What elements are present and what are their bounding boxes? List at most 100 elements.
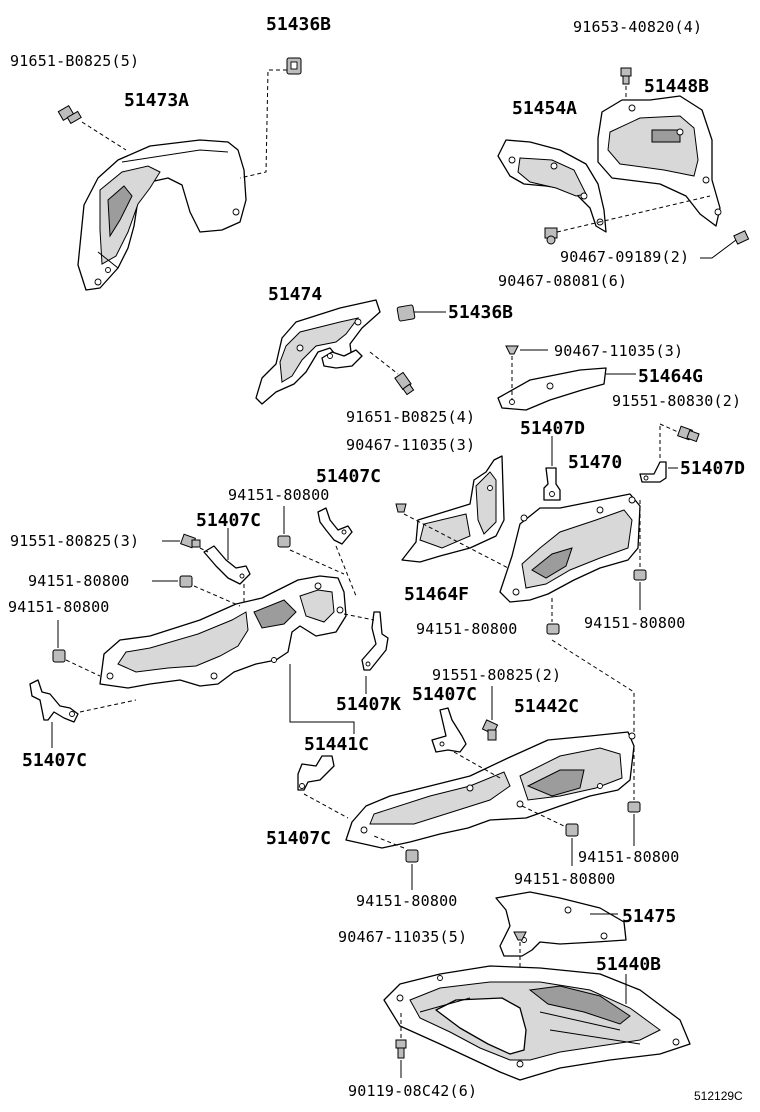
bracket-51407D-b <box>639 461 667 483</box>
part-51454A-bracket <box>497 139 607 233</box>
label-51407C-c: 51407C <box>22 750 87 771</box>
fastener-91551-80825-a <box>180 533 201 549</box>
fastener-91551-80830 <box>677 425 700 443</box>
leader-91651-top <box>81 121 127 151</box>
fastener-90467-09189 <box>733 230 750 245</box>
label-94151-d: 94151-80800 <box>416 620 518 638</box>
label-90467-09189: 90467-09189(2) <box>560 248 689 266</box>
label-94151-h: 94151-80800 <box>578 848 680 866</box>
label-51436B-mid: 51436B <box>448 302 513 323</box>
nut-94151-b <box>179 575 193 588</box>
leader-94151-f <box>373 835 405 849</box>
fastener-90467-11035-b <box>395 503 407 513</box>
label-90467-08081: 90467-08081(6) <box>498 272 627 290</box>
label-51407K: 51407K <box>336 694 401 715</box>
label-91651-top: 91651-B0825(5) <box>10 52 139 70</box>
nut-94151-h <box>627 801 641 813</box>
part-51470-cover <box>499 493 641 603</box>
label-90119: 90119-08C42(6) <box>348 1082 477 1100</box>
part-51440B-undercover <box>383 965 691 1081</box>
bracket-51407C-b <box>203 545 251 585</box>
label-51474: 51474 <box>268 284 322 305</box>
part-51442C-panel <box>345 731 636 849</box>
bracket-51407C-a <box>317 507 353 545</box>
part-51475-plate <box>495 891 627 957</box>
fastener-91651-top <box>57 104 82 125</box>
leader-51436B-top <box>239 69 287 179</box>
label-51464F: 51464F <box>404 584 469 605</box>
leader-94151-b <box>193 585 241 607</box>
label-91651-mid: 91651-B0825(4) <box>346 408 475 426</box>
part-51448B-bracket <box>597 95 722 227</box>
lead-90467-09189 <box>700 239 737 259</box>
label-91551-80830: 91551-80830(2) <box>612 392 741 410</box>
leader-94151-d-down <box>551 639 635 734</box>
label-51470: 51470 <box>568 452 622 473</box>
label-51436B-top: 51436B <box>266 14 331 35</box>
part-51441C-panel <box>99 575 347 689</box>
label-51441C: 51441C <box>304 734 369 755</box>
label-94151-c: 94151-80800 <box>8 598 110 616</box>
nut-94151-g <box>565 823 579 837</box>
leader-91551-80830 <box>659 423 679 433</box>
leader-51407K <box>343 613 375 621</box>
leader-51407C-e <box>303 793 349 819</box>
bracket-51407C-d <box>431 707 467 753</box>
fastener-90467-08081 <box>544 227 558 245</box>
reference-code: 512129C <box>694 1089 743 1103</box>
label-51440B: 51440B <box>596 954 661 975</box>
label-94151-e: 94151-80800 <box>584 614 686 632</box>
bracket-51407K <box>361 611 389 671</box>
fastener-90119 <box>395 1039 407 1059</box>
bracket-51407D-a <box>543 467 561 501</box>
fastener-91651-mid <box>394 371 415 396</box>
label-51407C-e: 51407C <box>266 828 331 849</box>
leader-90467-08081 <box>556 195 711 233</box>
label-51407D-a: 51407D <box>520 418 585 439</box>
leader-94151-a <box>289 549 345 575</box>
leader-91651-mid <box>369 351 399 375</box>
nut-94151-e <box>633 569 647 581</box>
label-90467-11035-b: 90467-11035(3) <box>346 436 475 454</box>
nut-94151-a <box>277 535 291 548</box>
leader-51464F <box>403 513 513 571</box>
clip-51436B-top <box>286 57 302 75</box>
leader-94151-g <box>521 805 565 827</box>
clip-51436B-mid <box>396 304 416 322</box>
fastener-90467-11035-a <box>505 345 519 355</box>
label-90467-11035-a: 90467-11035(3) <box>554 342 683 360</box>
fastener-91551-80825-b <box>481 719 499 741</box>
leader-51407C-c <box>79 699 137 713</box>
label-91653: 91653-40820(4) <box>573 18 702 36</box>
label-94151-a: 94151-80800 <box>228 486 330 504</box>
bracket-51407C-c <box>29 679 79 723</box>
label-94151-b: 94151-80800 <box>28 572 130 590</box>
label-51407D-b: 51407D <box>680 458 745 479</box>
label-51442C: 51442C <box>514 696 579 717</box>
lead-51441C <box>289 664 355 734</box>
part-51473A-fender-liner <box>77 139 247 291</box>
label-91551-80825-a: 91551-80825(3) <box>10 532 139 550</box>
label-51407C-b: 51407C <box>196 510 261 531</box>
label-51464G: 51464G <box>638 366 703 387</box>
fastener-91653 <box>620 67 632 85</box>
label-51475: 51475 <box>622 906 676 927</box>
label-90467-11035-c: 90467-11035(5) <box>338 928 467 946</box>
label-94151-g: 94151-80800 <box>514 870 616 888</box>
label-94151-f: 94151-80800 <box>356 892 458 910</box>
leader-91551-a <box>199 547 209 553</box>
label-51454A: 51454A <box>512 98 577 119</box>
bracket-51407C-e <box>297 755 335 791</box>
part-51464G-plate <box>497 367 607 411</box>
nut-94151-f <box>405 849 419 863</box>
label-91551-80825-b: 91551-80825(2) <box>432 666 561 684</box>
part-51474-panel <box>255 299 381 405</box>
label-51448B: 51448B <box>644 76 709 97</box>
leader-51407C-d <box>453 751 501 779</box>
fastener-90467-11035-c <box>513 931 527 941</box>
label-51473A: 51473A <box>124 90 189 111</box>
nut-94151-d <box>546 623 560 635</box>
leader-94151-c <box>65 659 101 677</box>
part-51464F-plate <box>401 455 505 563</box>
